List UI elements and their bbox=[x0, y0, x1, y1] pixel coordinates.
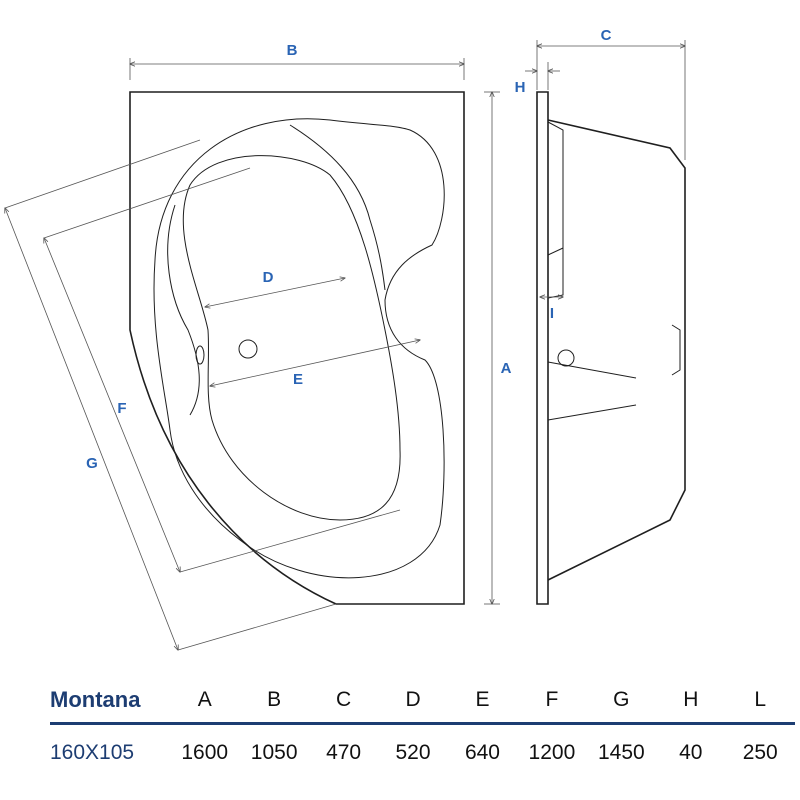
header-d: D bbox=[405, 688, 421, 711]
spec-table-header-row: Montana A B C D E F G H L bbox=[50, 680, 795, 720]
dim-label-d: D bbox=[263, 269, 274, 286]
header-g: G bbox=[613, 688, 630, 711]
side-rim bbox=[536, 91, 549, 605]
header-divider bbox=[50, 722, 795, 725]
tub-seat-outline bbox=[289, 124, 386, 291]
value-h: 40 bbox=[679, 741, 703, 764]
dim-label-h: H bbox=[515, 79, 526, 96]
header-l: L bbox=[754, 688, 767, 711]
bathtub-diagram: B A D E F G C bbox=[0, 27, 686, 670]
value-a: 1600 bbox=[181, 741, 229, 764]
overflow-icon bbox=[195, 345, 205, 365]
header-a: A bbox=[197, 688, 212, 711]
side-drain-icon bbox=[557, 349, 575, 367]
value-l: 250 bbox=[742, 741, 778, 764]
dim-label-b: B bbox=[287, 42, 298, 59]
top-view: B A D E F G bbox=[5, 42, 512, 650]
tub-inner-rim bbox=[167, 204, 200, 416]
value-e: 640 bbox=[464, 741, 500, 764]
header-f: F bbox=[545, 688, 559, 711]
tub-basin-outline bbox=[182, 155, 401, 521]
model-size: 160X105 bbox=[50, 741, 135, 764]
tub-rim-outline bbox=[153, 118, 445, 579]
dim-label-i: I bbox=[550, 305, 554, 322]
dim-label-a: A bbox=[501, 360, 512, 377]
side-body bbox=[547, 119, 686, 581]
header-b: B bbox=[267, 688, 282, 711]
tub-outer-outline bbox=[129, 91, 465, 605]
dim-label-e: E bbox=[293, 371, 303, 388]
side-inner-top bbox=[547, 121, 564, 299]
spec-table: Montana A B C D E F G H L 160X105 1600 1… bbox=[50, 680, 795, 765]
value-g: 1450 bbox=[597, 741, 645, 764]
dim-label-c: C bbox=[601, 27, 612, 44]
dim-label-g: G bbox=[86, 455, 98, 472]
header-c: C bbox=[336, 688, 352, 711]
model-name: Montana bbox=[50, 687, 141, 712]
value-f: 1200 bbox=[528, 741, 576, 764]
value-b: 1050 bbox=[250, 741, 298, 764]
header-h: H bbox=[683, 688, 699, 711]
header-e: E bbox=[475, 688, 490, 711]
side-view: C H I bbox=[515, 27, 686, 605]
drain-icon bbox=[238, 339, 258, 359]
dim-label-f: F bbox=[117, 400, 126, 417]
value-d: 520 bbox=[395, 741, 431, 764]
value-c: 470 bbox=[326, 741, 362, 764]
spec-table-row: 160X105 1600 1050 470 520 640 1200 1450 … bbox=[50, 741, 795, 765]
